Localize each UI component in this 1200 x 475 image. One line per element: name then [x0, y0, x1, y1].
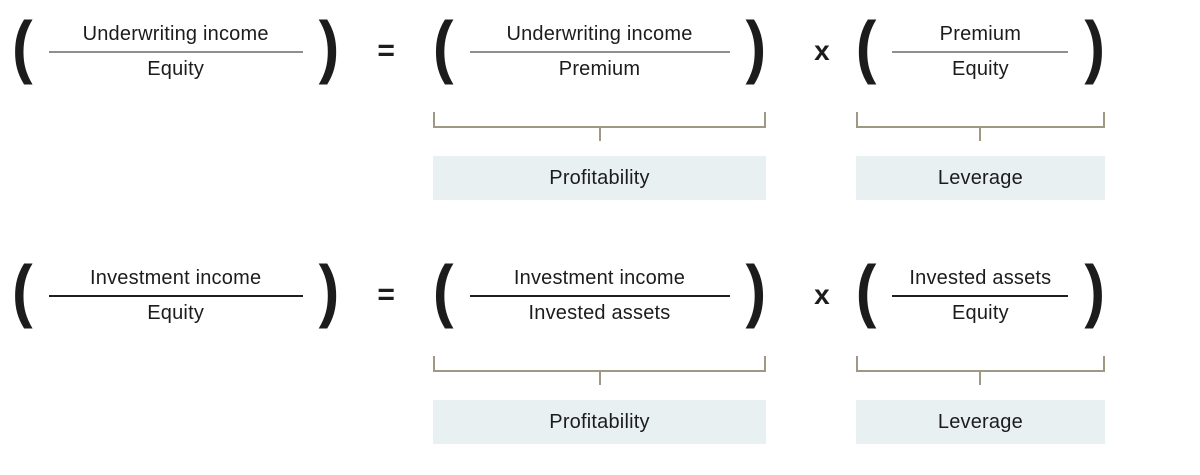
fraction-leverage: Invested assets Equity [892, 266, 1069, 325]
fraction-denominator: Equity [951, 57, 1009, 80]
equation-investment: ( Investment income Equity ) = ( Investm… [0, 252, 1200, 444]
open-paren: ( [855, 8, 877, 86]
open-paren: ( [12, 252, 33, 330]
fraction-numerator: Investment income [513, 266, 686, 289]
label-text: Leverage [937, 410, 1023, 433]
close-paren: ) [318, 8, 340, 86]
brace-leverage [855, 112, 1106, 128]
close-paren: ) [745, 252, 767, 330]
label-text: Profitability [549, 410, 650, 433]
close-paren: ) [1084, 8, 1106, 86]
brace-stem [979, 128, 982, 141]
fraction-bar [892, 50, 1069, 53]
equation-underwriting: ( Underwriting income Equity ) = ( Under… [0, 8, 1200, 200]
label-leverage: Leverage [855, 156, 1106, 200]
brace-profitability [432, 112, 767, 128]
label-leverage: Leverage [855, 400, 1106, 444]
fraction-profitability: Underwriting income Premium [469, 22, 730, 81]
term-leverage: ( Invested assets Equity ) Leverage [855, 252, 1106, 444]
close-paren: ) [745, 8, 767, 86]
open-paren: ( [432, 8, 454, 86]
open-paren: ( [432, 252, 454, 330]
term-profitability: ( Investment income Invested assets ) Pr… [432, 252, 767, 444]
fraction-bar [469, 294, 730, 297]
label-text: Leverage [937, 166, 1023, 189]
fraction-denominator: Equity [951, 301, 1009, 324]
fraction-leverage: Premium Equity [892, 22, 1069, 81]
open-paren: ( [855, 252, 877, 330]
fraction-numerator: Invested assets [909, 266, 1052, 289]
close-paren: ) [318, 252, 340, 330]
label-profitability: Profitability [432, 400, 767, 444]
term-leverage: ( Premium Equity ) Leverage [855, 8, 1106, 200]
fraction-numerator: Underwriting income [506, 22, 693, 45]
formula-profitability: ( Investment income Invested assets ) [433, 252, 766, 338]
fraction-denominator: Premium [558, 57, 641, 80]
fraction-bar [469, 50, 730, 53]
formula-result: ( Investment income Equity ) [12, 252, 339, 338]
brace-profitability [432, 356, 767, 372]
brace-stem [598, 372, 601, 385]
fraction-denominator: Equity [147, 301, 205, 324]
fraction-bar [48, 50, 303, 53]
fraction-numerator: Investment income [90, 266, 262, 289]
equals-sign: = [377, 278, 395, 311]
term-result: ( Investment income Equity ) [12, 252, 339, 338]
brace-stem [979, 372, 982, 385]
fraction-denominator: Invested assets [528, 301, 671, 324]
brace-stem [598, 128, 601, 141]
fraction-result: Investment income Equity [48, 266, 303, 325]
fraction-bar [892, 294, 1069, 297]
fraction-bar [48, 294, 303, 297]
open-paren: ( [12, 8, 33, 86]
equals-sign: = [377, 34, 395, 67]
brace-leverage [855, 356, 1106, 372]
formula-leverage: ( Invested assets Equity ) [856, 252, 1105, 338]
formula-leverage: ( Premium Equity ) [856, 8, 1105, 94]
fraction-result: Underwriting income Equity [48, 22, 303, 81]
formula-result: ( Underwriting income Equity ) [12, 8, 339, 94]
multiply-sign: x [814, 35, 830, 66]
label-profitability: Profitability [432, 156, 767, 200]
fraction-numerator: Premium [939, 22, 1022, 45]
fraction-profitability: Investment income Invested assets [469, 266, 730, 325]
term-profitability: ( Underwriting income Premium ) Profitab… [432, 8, 767, 200]
formula-profitability: ( Underwriting income Premium ) [433, 8, 766, 94]
label-text: Profitability [549, 166, 650, 189]
term-result: ( Underwriting income Equity ) [12, 8, 339, 94]
fraction-denominator: Equity [147, 57, 205, 80]
multiply-sign: x [814, 279, 830, 310]
close-paren: ) [1084, 252, 1106, 330]
fraction-numerator: Underwriting income [82, 22, 269, 45]
